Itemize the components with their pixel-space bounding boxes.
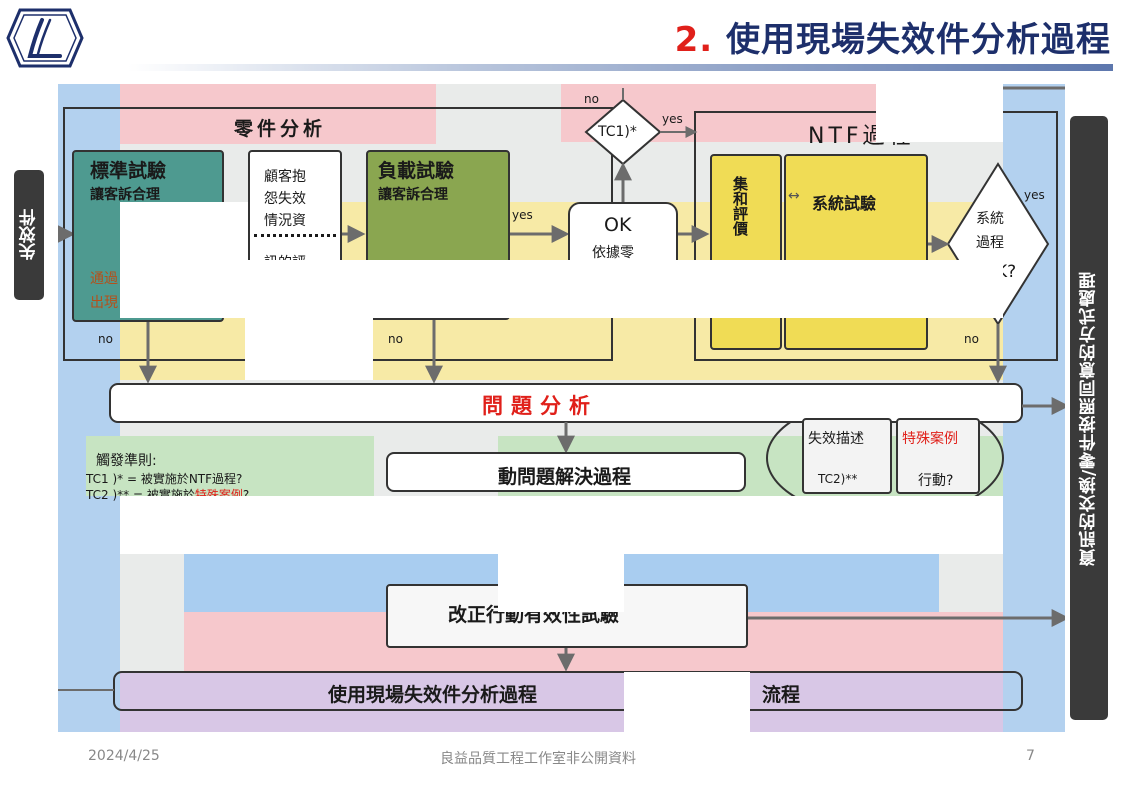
dotted-divider — [254, 234, 336, 237]
tc1-no-label: no — [584, 92, 599, 106]
mask-block-d — [498, 554, 624, 612]
system-yes-label: yes — [1024, 188, 1045, 202]
footer-org: 良益品質工程工作室非公開資料 — [440, 751, 636, 767]
failure-description-label: 失效描述 — [808, 431, 864, 447]
double-arrow-icon: ↔ — [788, 188, 800, 204]
flow-diagram: 零件分析 標準試驗 讓客訴合理 通過 出現 顧客抱 怨失效 情況資 訊的評 負載… — [58, 84, 1065, 732]
band-pink-top — [120, 84, 436, 144]
standard-test-fault-2: 出現 — [90, 295, 118, 311]
tc1-label: TC1)* — [598, 124, 637, 140]
footer-date: 2024/4/25 — [88, 748, 160, 764]
trigger-tc1-code: TC1 )* — [86, 472, 127, 486]
final-flow-label-a: 使用現場失效件分析過程 — [328, 684, 538, 706]
system-test-label: 系統試驗 — [812, 194, 877, 213]
problem-solving-label: 動問題解決過程 — [498, 466, 632, 488]
mask-block-g — [245, 318, 373, 380]
trigger-criteria-title: 觸發準則: — [96, 453, 157, 469]
ok-sublabel: 依據零 — [592, 245, 634, 261]
part-analysis-label: 零件分析 — [234, 118, 327, 140]
mask-block-f — [876, 84, 1003, 142]
company-logo-icon — [6, 8, 84, 68]
system-process-line-1: 系統 — [976, 211, 1004, 227]
standard-no-label: no — [98, 332, 113, 346]
failure-description-box — [802, 418, 892, 494]
system-process-line-2: 過程 — [976, 235, 1004, 251]
tc1-yes-label: yes — [662, 112, 683, 126]
mask-block-e — [624, 672, 750, 732]
title-text: 使用現場失效件分析過程 — [713, 20, 1111, 60]
standard-test-fault-1: 通過 — [90, 271, 118, 287]
load-test-title: 負載試驗 — [378, 160, 455, 182]
failed-part-sidebar: 失效件 — [14, 170, 44, 300]
title-underline — [128, 64, 1113, 71]
final-flow-label-b: 流程 — [762, 684, 801, 706]
standard-test-title: 標準試驗 — [90, 160, 167, 182]
tc2-label: TC2)** — [818, 472, 858, 486]
system-test-box — [784, 154, 928, 350]
system-no-label: no — [964, 332, 979, 346]
load-test-subtitle: 讓客訴合理 — [378, 187, 448, 203]
customer-complaint-line-1: 顧客抱 — [264, 169, 306, 185]
info-exchange-sidebar: 資訊的交換/零件按照同意的方式處理 — [1070, 116, 1108, 720]
trigger-tc2-code: TC2 )** — [86, 488, 133, 502]
customer-complaint-line-2: 怨失效 — [264, 191, 306, 207]
band-green-left — [86, 436, 374, 496]
customer-complaint-line-3: 情況資 — [264, 213, 306, 229]
standard-test-subtitle: 讓客訴合理 — [90, 187, 160, 203]
ok-label: OK — [604, 214, 632, 236]
problem-solving-box — [386, 452, 746, 492]
trigger-tc2-end: ? — [242, 488, 250, 502]
load-no-label: no — [388, 332, 403, 346]
trigger-tc1-desc: = 被實施於NTF過程? — [126, 472, 243, 486]
title-number: 2. — [674, 20, 714, 60]
mask-block-c — [120, 496, 1003, 554]
mask-block-a — [120, 202, 248, 260]
trigger-tc1-line: TC1 )* = 被實施於NTF過程? — [86, 470, 242, 487]
collect-evaluate-label: 集和評價 — [731, 176, 749, 236]
band-purple-bottom — [120, 672, 1003, 732]
special-case-label: 特殊案例 — [902, 431, 958, 447]
mask-block-b — [120, 260, 1003, 318]
page-number: 7 — [1026, 748, 1035, 764]
problem-analysis-label: 問題分析 — [482, 394, 598, 418]
special-case-box — [896, 418, 980, 494]
page-title: 2. 使用現場失效件分析過程 — [675, 12, 1111, 61]
action-label: 行動? — [918, 473, 954, 489]
load-yes-label: yes — [512, 208, 533, 222]
